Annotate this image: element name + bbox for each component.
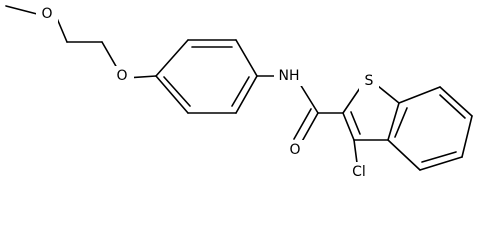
ring-double-bond (231, 76, 250, 107)
bond-c7a-c3a (387, 102, 400, 141)
label-backdrop (345, 162, 373, 182)
benzo-bond (439, 86, 473, 117)
atom-labels: O O NH S O Cl (36, 5, 379, 182)
bond-carbonyl-o (299, 112, 319, 146)
ring-double-bond (163, 76, 191, 107)
benzo-double-bond (421, 151, 457, 163)
bond-c3-c2-double (350, 111, 361, 135)
molecule-structure: O O NH S O Cl (5, 5, 473, 182)
label-backdrop (359, 71, 379, 91)
amide-linker (256, 75, 344, 146)
atom-o-carbonyl: O (289, 142, 300, 158)
atom-o-aryl: O (116, 68, 127, 84)
label-backdrop (112, 66, 134, 86)
bond-methyl-o (5, 5, 38, 15)
label-backdrop (36, 5, 58, 25)
benzo-bond (387, 139, 421, 171)
ring-bond (155, 39, 189, 77)
atom-cl: Cl (352, 164, 366, 180)
atom-nh: NH (279, 68, 300, 84)
ring-bond (155, 75, 189, 114)
ring-bond (235, 75, 258, 114)
label-backdrop (284, 140, 306, 160)
bond-carbonyl-o-double (293, 108, 312, 140)
bond-c3-c2 (342, 112, 355, 141)
benzo-bond (398, 86, 441, 104)
label-backdrop (274, 66, 304, 86)
bond-c3-cl (353, 139, 358, 164)
ring-bond (235, 39, 258, 77)
bond-ch2-o (101, 41, 118, 69)
bond-n-carbonyl (299, 83, 319, 114)
atom-o-methyl: O (41, 6, 52, 22)
bond-s-c7a (377, 85, 400, 104)
benzo-bond (461, 115, 473, 158)
bond-c2-s (342, 87, 361, 114)
phenylene-ring (155, 39, 258, 114)
benzothiophene-core (342, 85, 473, 171)
benzo-double-bond (394, 107, 408, 138)
benzo-double-bond (439, 94, 466, 119)
benzo-bond (419, 156, 463, 171)
atom-s: S (365, 73, 374, 89)
